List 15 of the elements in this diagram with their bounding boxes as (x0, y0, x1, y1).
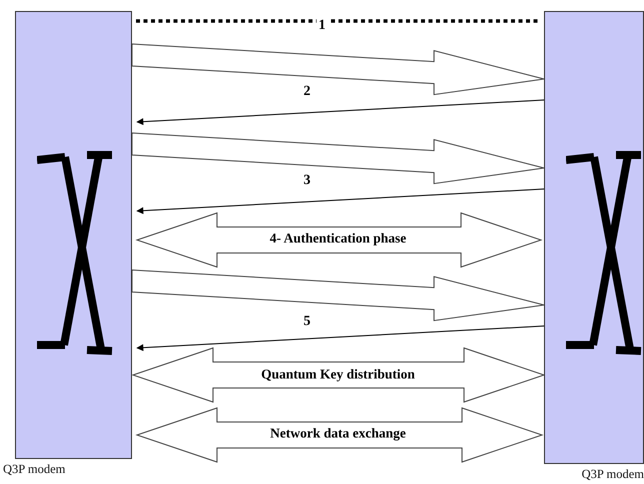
arrow (136, 188, 544, 214)
edge-label: Network data exchange (270, 426, 406, 440)
block-arrow (132, 43, 544, 96)
block-arrow (132, 132, 544, 184)
block-arrow (132, 269, 544, 322)
double-block-arrow (135, 212, 543, 268)
modem-label: Q3P modem (3, 463, 66, 476)
edge-label: Quantum Key distribution (261, 367, 415, 381)
double-block-arrow (135, 407, 544, 463)
double-block-arrow (131, 347, 546, 403)
arrow (136, 326, 544, 352)
dashed-line (136, 19, 540, 23)
edge-label: 4- Authentication phase (270, 231, 406, 245)
modem-label: Q3P modem (580, 468, 644, 480)
arrow (136, 100, 544, 126)
